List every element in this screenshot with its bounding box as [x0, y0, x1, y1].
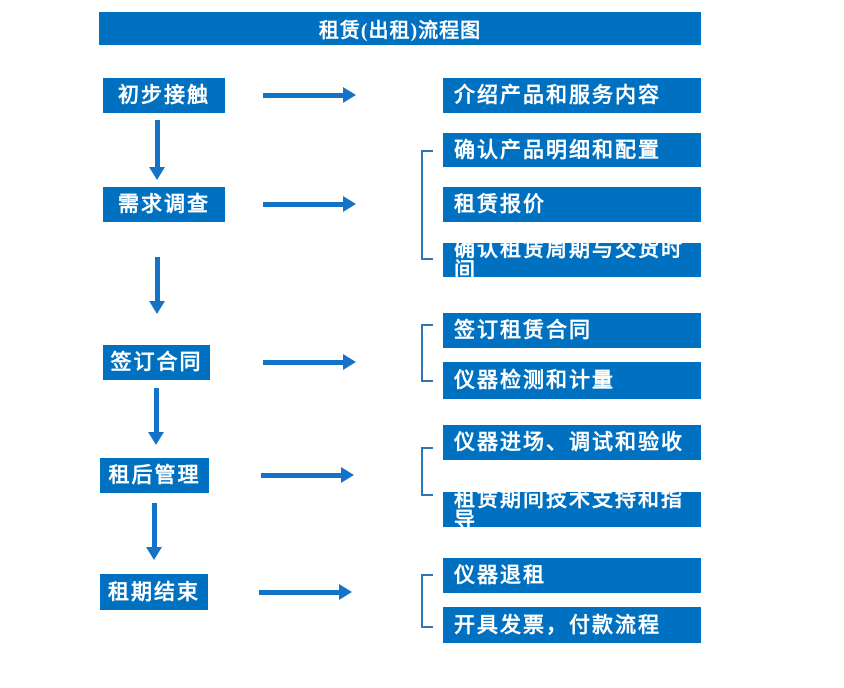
step-box-initial-contact: 初步接触 — [103, 78, 225, 113]
arrow-down-icon — [149, 257, 165, 314]
arrow-right-icon — [263, 196, 356, 212]
arrow-down-icon — [146, 503, 162, 560]
detail-box-introduce-products-services: 介绍产品和服务内容 — [443, 78, 701, 113]
group-bracket — [421, 447, 433, 496]
arrow-right-icon — [261, 467, 354, 483]
step-box-post-rental-management: 租后管理 — [100, 458, 209, 493]
group-bracket — [421, 150, 433, 260]
arrow-down-icon — [148, 388, 164, 445]
detail-box-confirm-product-details: 确认产品明细和配置 — [443, 133, 701, 167]
step-box-demand-survey: 需求调查 — [103, 187, 225, 222]
arrow-right-icon — [259, 584, 352, 600]
detail-box-instrument-setup-acceptance: 仪器进场、调试和验收 — [443, 425, 701, 460]
detail-box-instrument-return: 仪器退租 — [443, 558, 701, 593]
detail-box-sign-rental-contract: 签订租赁合同 — [443, 313, 701, 348]
detail-box-invoice-payment: 开具发票，付款流程 — [443, 607, 701, 643]
arrow-down-icon — [149, 120, 165, 180]
arrow-right-icon — [263, 87, 356, 103]
detail-box-instrument-testing: 仪器检测和计量 — [443, 362, 701, 399]
group-bracket — [421, 324, 433, 382]
step-box-rental-end: 租期结束 — [100, 574, 208, 610]
step-box-sign-contract: 签订合同 — [103, 345, 210, 380]
detail-box-rental-quotation: 租赁报价 — [443, 187, 701, 222]
group-bracket — [421, 574, 433, 628]
page-title: 租赁(出租)流程图 — [99, 12, 701, 45]
detail-box-confirm-period-delivery: 确认租赁周期与交货时间 — [443, 239, 701, 281]
detail-box-technical-support: 租赁期间技术支持和指导 — [443, 488, 701, 530]
arrow-right-icon — [263, 354, 356, 370]
